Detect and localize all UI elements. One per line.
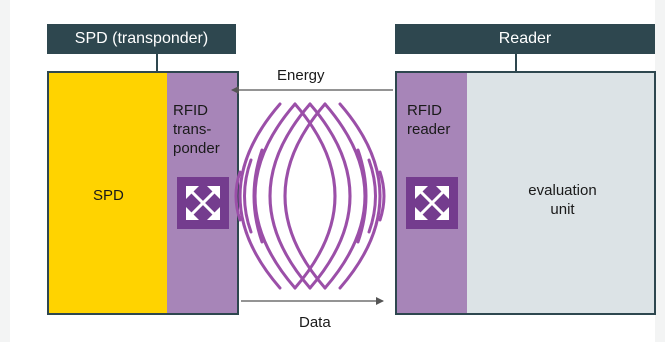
energy-label: Energy bbox=[277, 67, 325, 84]
radio-waves-icon bbox=[236, 104, 384, 288]
diagram-frame: SPD (transponder) Reader SPD RFID trans-… bbox=[10, 0, 655, 342]
flow-overlay bbox=[10, 0, 655, 342]
data-label: Data bbox=[299, 314, 331, 331]
